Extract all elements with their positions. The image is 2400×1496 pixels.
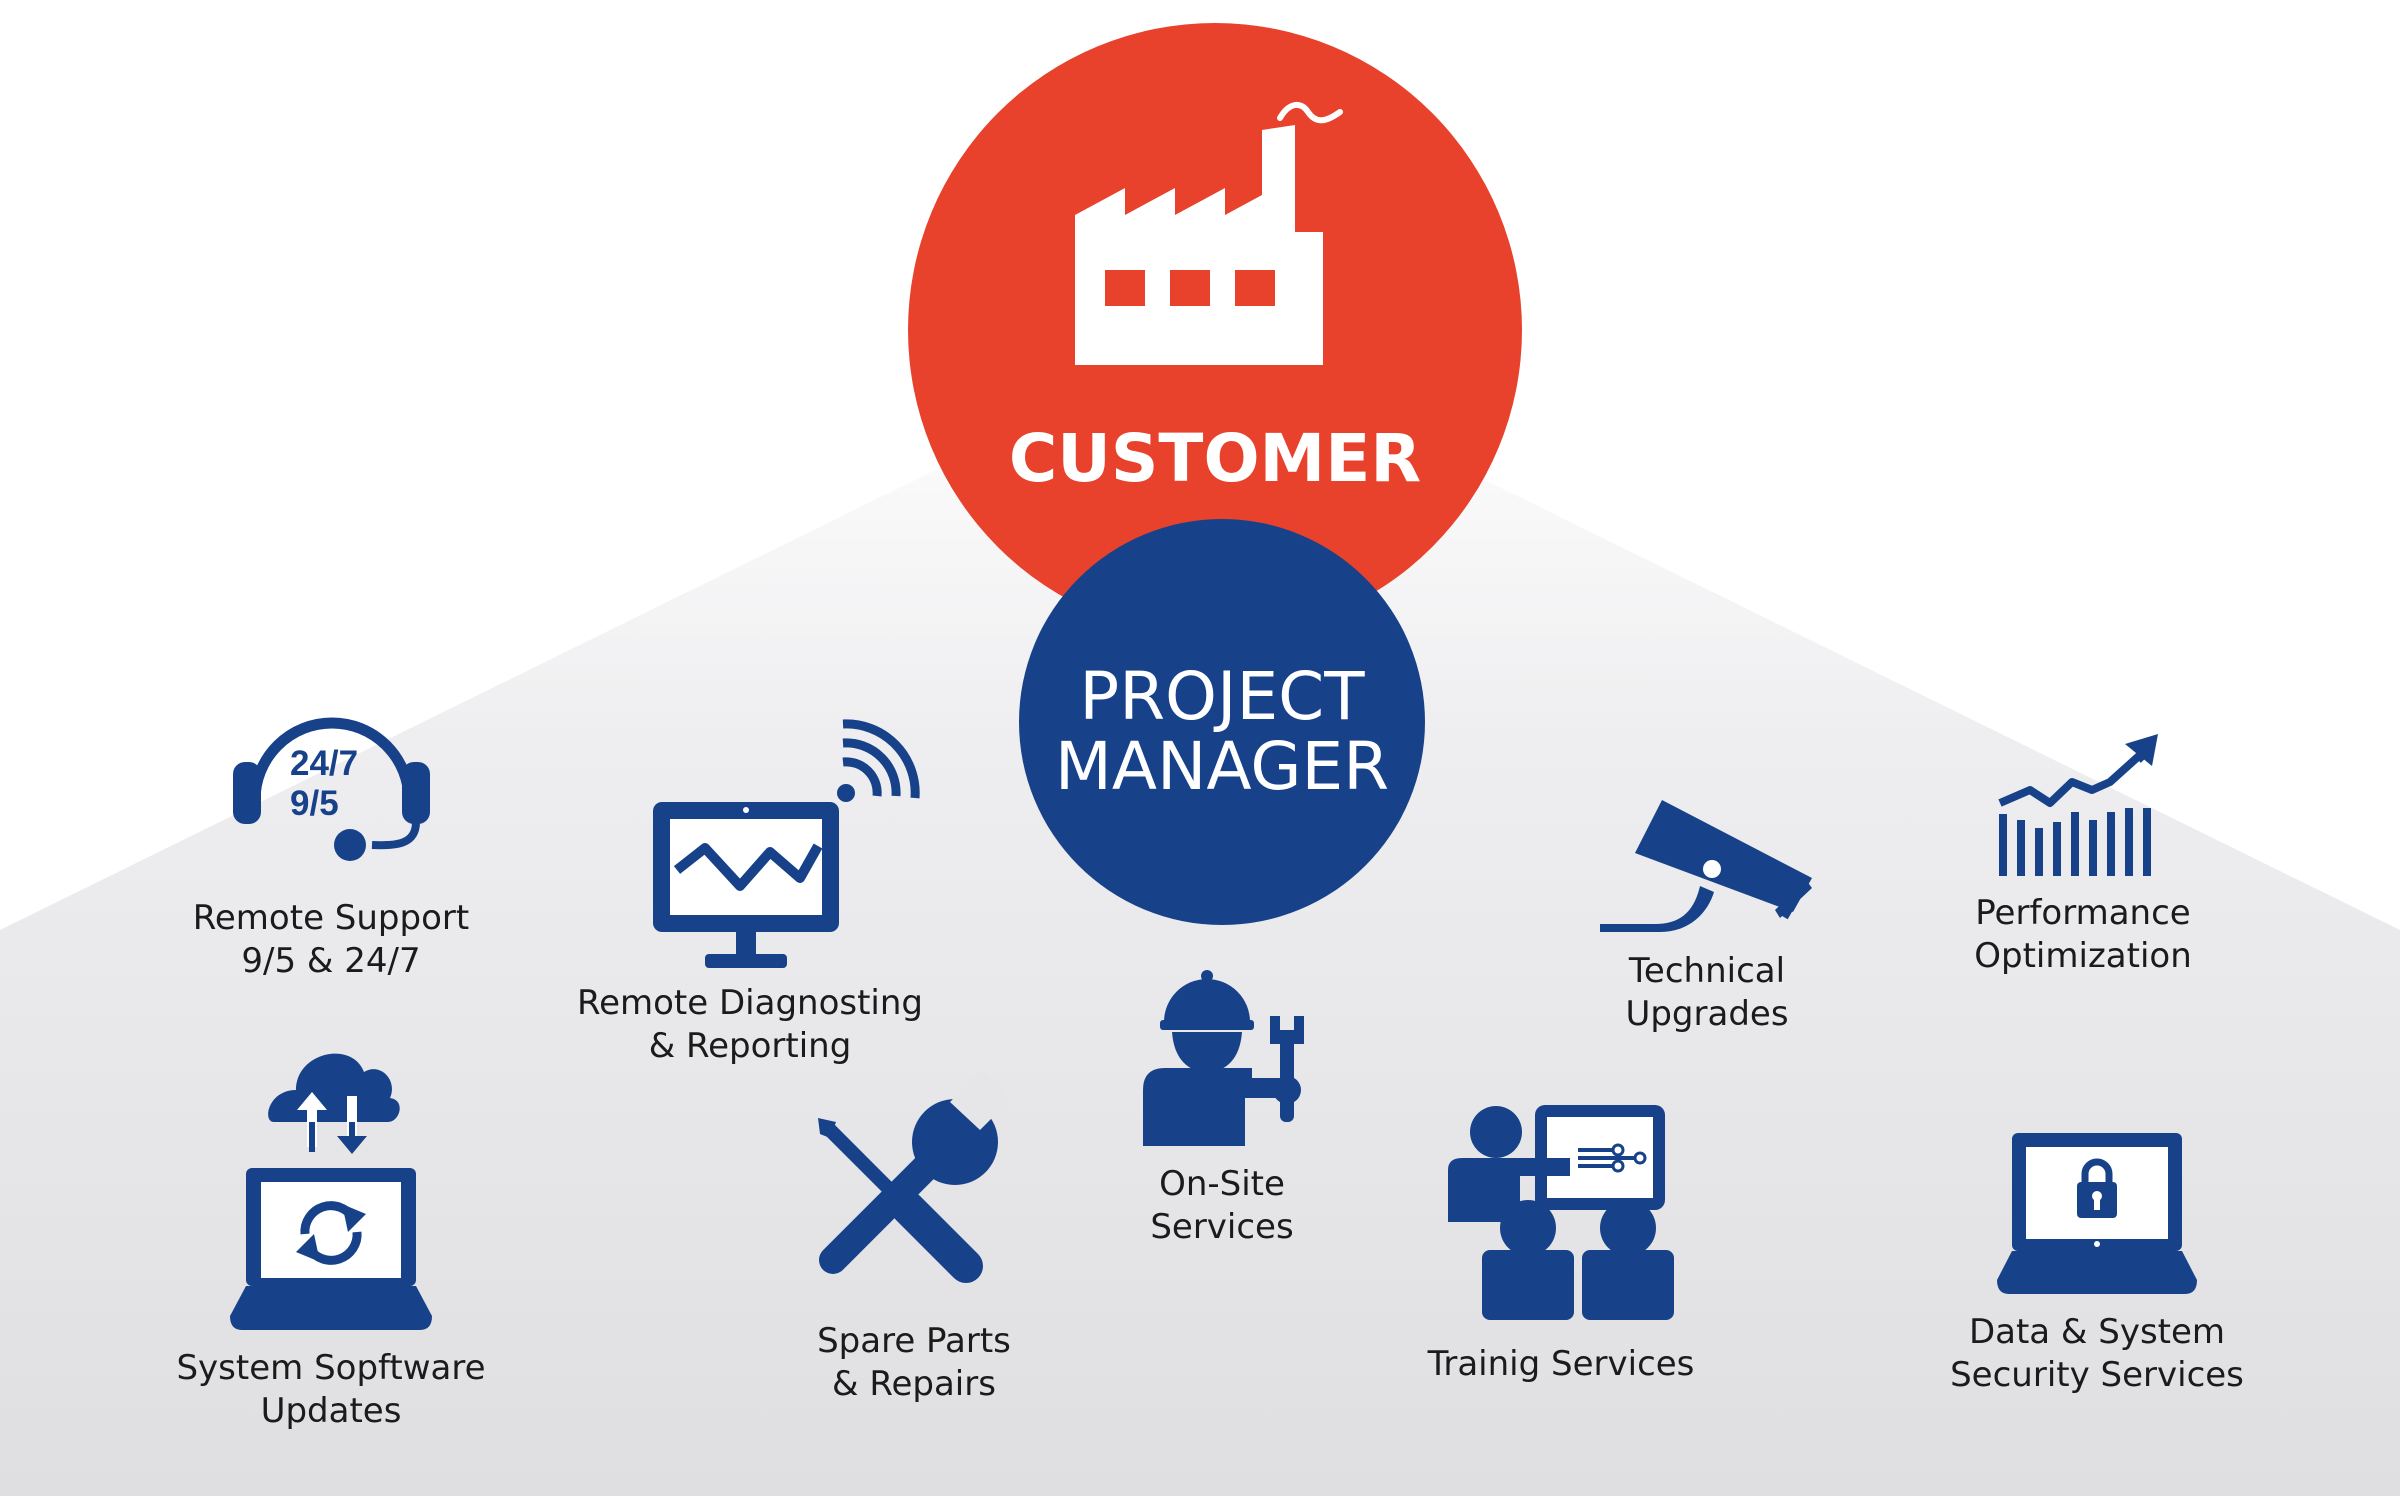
service-label-line1: Trainig Services bbox=[1427, 1344, 1695, 1384]
laptop-lock-icon bbox=[1997, 1133, 2197, 1294]
wrench-screwdriver-icon bbox=[818, 1070, 1010, 1283]
project-manager-label-line1: PROJECT bbox=[1079, 658, 1365, 735]
headset-icon bbox=[233, 717, 430, 861]
service-label-line2: & Repairs bbox=[832, 1364, 996, 1404]
project-manager-label: PROJECT MANAGER bbox=[1055, 662, 1389, 802]
service-label-line2: 9/5 & 24/7 bbox=[241, 941, 421, 981]
service-performance-optimization: Performance Optimization bbox=[1974, 892, 2192, 978]
customer-label: CUSTOMER bbox=[1008, 420, 1422, 497]
service-label-line2: Optimization bbox=[1974, 936, 2192, 976]
growth-chart-icon bbox=[1998, 734, 2158, 876]
service-label-line2: Services bbox=[1150, 1207, 1294, 1247]
project-manager-label-line2: MANAGER bbox=[1054, 728, 1390, 805]
service-remote-diagnosting: Remote Diagnosting & Reporting bbox=[577, 982, 923, 1068]
service-on-site: On-Site Services bbox=[1150, 1163, 1293, 1249]
service-spare-parts: Spare Parts & Repairs bbox=[817, 1320, 1011, 1406]
technician-icon bbox=[1143, 970, 1304, 1146]
service-label-line2: Updates bbox=[260, 1391, 402, 1431]
headset-icon-text-95: 9/5 bbox=[290, 784, 339, 823]
service-label-line2: Upgrades bbox=[1625, 994, 1789, 1034]
service-label-line1: Performance bbox=[1975, 893, 2191, 933]
project-manager-circle bbox=[1019, 519, 1425, 925]
service-technical-upgrades: Technical Upgrades bbox=[1625, 950, 1788, 1036]
service-label-line1: Data & System bbox=[1968, 1312, 2226, 1352]
security-camera-icon bbox=[1600, 800, 1812, 932]
service-training: Trainig Services bbox=[1428, 1343, 1695, 1386]
service-label-line1: Spare Parts bbox=[817, 1321, 1011, 1361]
factory-icon bbox=[1075, 101, 1343, 365]
service-system-software-updates: System Sopftware Updates bbox=[176, 1347, 485, 1433]
training-presentation-icon bbox=[1448, 1105, 1674, 1320]
service-label-line1: Remote Diagnosting bbox=[576, 983, 924, 1023]
service-label-line2: & Reporting bbox=[648, 1026, 852, 1066]
service-label-line1: Remote Support bbox=[192, 898, 470, 938]
service-label-line1: Technical bbox=[1628, 951, 1786, 991]
service-label-line1: On-Site bbox=[1159, 1164, 1285, 1204]
service-data-security: Data & System Security Services bbox=[1950, 1311, 2244, 1397]
headset-icon-text-247: 24/7 bbox=[290, 744, 358, 783]
service-remote-support: Remote Support 9/5 & 24/7 bbox=[193, 897, 469, 983]
cloud-laptop-sync-icon bbox=[230, 1053, 432, 1330]
service-label-line1: System Sopftware bbox=[176, 1348, 486, 1388]
service-label-line2: Security Services bbox=[1950, 1355, 2244, 1395]
monitor-signal-icon bbox=[653, 719, 920, 968]
